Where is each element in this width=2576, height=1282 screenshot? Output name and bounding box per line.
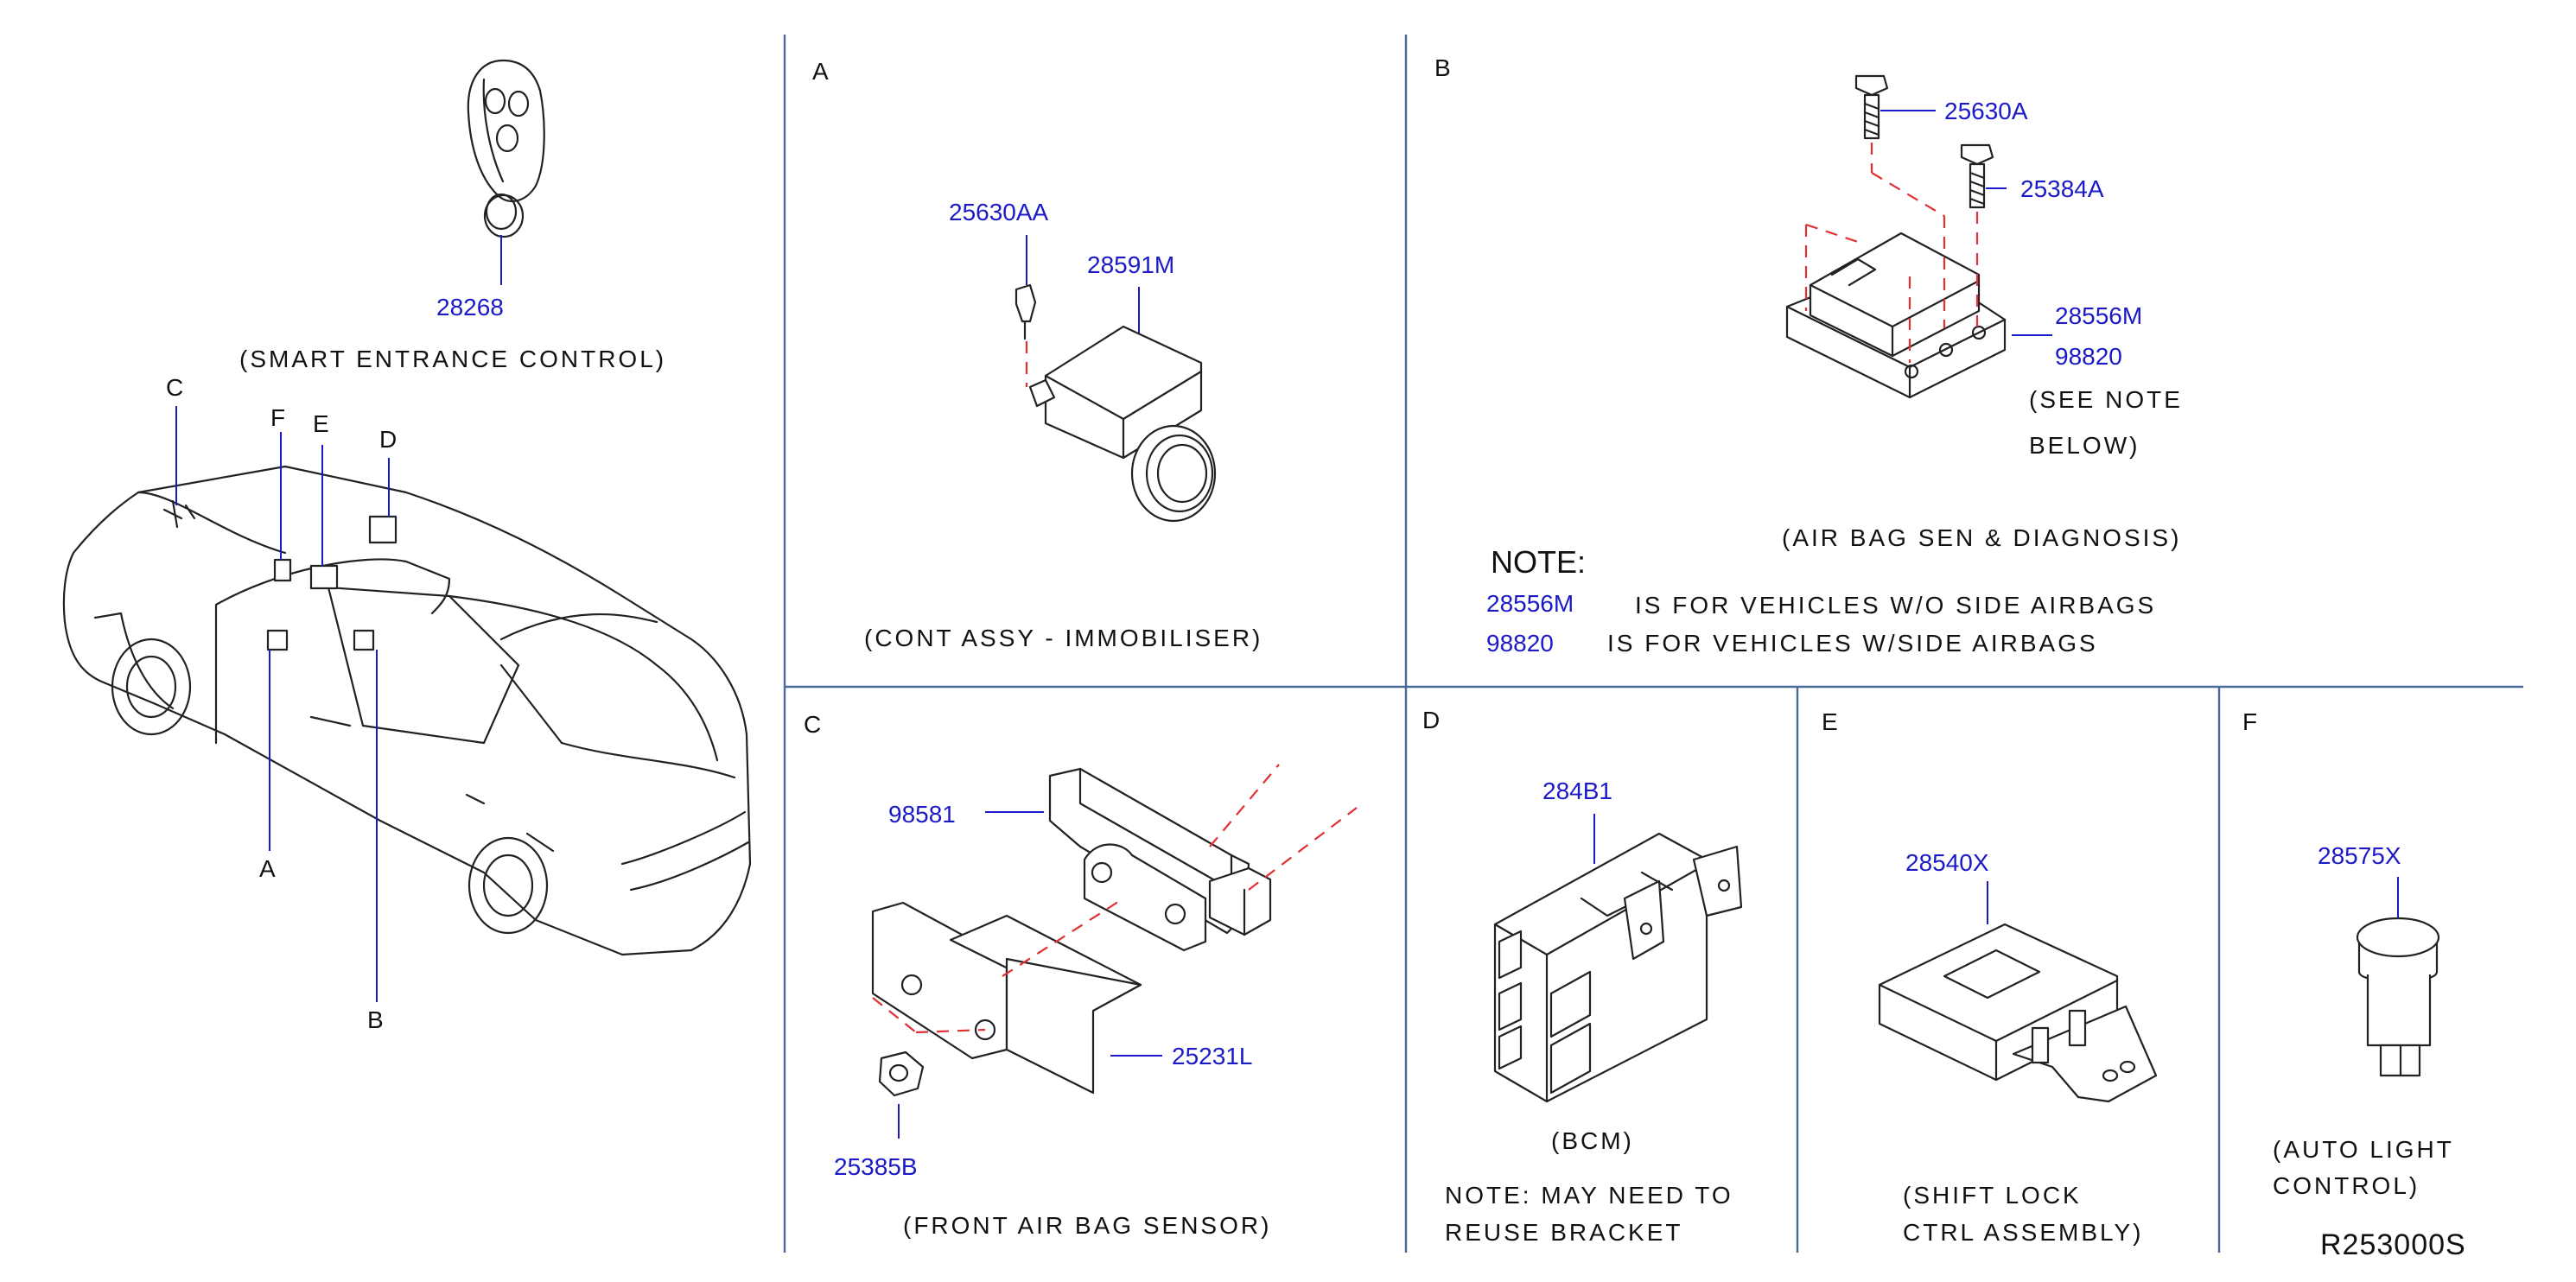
part-number-25231l: 25231L: [1172, 1043, 1252, 1069]
part-number-25385b: 25385B: [834, 1153, 918, 1180]
section-letter-a: A: [812, 58, 829, 85]
auto-light-sensor: [2356, 917, 2440, 1077]
section-letter-d: D: [1422, 707, 1440, 733]
part-number-28591m: 28591M: [1087, 251, 1174, 278]
caption-auto-light: (AUTO LIGHT: [2273, 1136, 2454, 1163]
bcm-module: [1493, 832, 1743, 1103]
immobiliser-module: [1014, 283, 1217, 523]
section-letter-e: E: [1822, 708, 1838, 735]
section-dividers: [783, 35, 2523, 1253]
location-letter-a: A: [259, 855, 276, 882]
note-title: NOTE:: [1491, 544, 1586, 580]
note-may-need-to: NOTE: MAY NEED TO: [1445, 1182, 1733, 1209]
note-text-wo-side-airbags: IS FOR VEHICLES W/O SIDE AIRBAGS: [1635, 592, 2156, 619]
section-letter-f: F: [2242, 708, 2257, 735]
caption-smart-entrance-control: (SMART ENTRANCE CONTROL): [239, 346, 666, 372]
part-number-25630a: 25630A: [1944, 98, 2028, 124]
location-letter-d: D: [379, 426, 397, 453]
location-letter-f: F: [270, 404, 285, 431]
caption-front-air-bag-sensor: (FRONT AIR BAG SENSOR): [903, 1212, 1271, 1239]
caption-air-bag-sen-diagnosis: (AIR BAG SEN & DIAGNOSIS): [1782, 524, 2181, 551]
caption-ctrl-assembly: CTRL ASSEMBLY): [1903, 1219, 2144, 1246]
see-note-line-1: (SEE NOTE: [2029, 386, 2183, 413]
caption-bcm: (BCM): [1551, 1127, 1634, 1154]
part-number-98820: 98820: [2055, 343, 2122, 370]
caption-shift-lock: (SHIFT LOCK: [1903, 1182, 2082, 1209]
location-letter-c: C: [166, 374, 183, 401]
location-letter-e: E: [313, 410, 329, 437]
section-letter-c: C: [804, 711, 821, 738]
part-number-28556m: 28556M: [2055, 302, 2142, 329]
part-number-284b1: 284B1: [1542, 777, 1612, 804]
front-air-bag-sensor: [1048, 767, 1272, 952]
part-number-28575x: 28575X: [2318, 842, 2401, 869]
note-reuse-bracket: REUSE BRACKET: [1445, 1219, 1683, 1246]
note-part-98820: 98820: [1486, 630, 1554, 657]
key-fob: [467, 59, 545, 238]
section-letter-b: B: [1434, 54, 1451, 81]
vehicle-note: NOTE: 28556M IS FOR VEHICLES W/O SIDE AI…: [1486, 544, 2156, 657]
bolt-25384a: [1960, 143, 1994, 209]
mounting-bracket: [871, 901, 1142, 1095]
note-text-w-side-airbags: IS FOR VEHICLES W/SIDE AIRBAGS: [1607, 630, 2098, 657]
vehicle-location-leaders: [175, 406, 390, 1002]
caption-control: CONTROL): [2273, 1172, 2420, 1199]
part-number-28540x: 28540X: [1905, 849, 1989, 876]
note-part-28556m: 28556M: [1486, 590, 1574, 617]
mounting-guides: [1804, 143, 1979, 363]
vehicle-illustration: [62, 465, 752, 956]
diagram-reference-code: R253000S: [2320, 1228, 2466, 1261]
air-bag-sensor-unit: [1785, 232, 2007, 399]
part-number-25630aa: 25630AA: [949, 199, 1049, 225]
part-number-28268: 28268: [436, 294, 504, 320]
nut-25385b: [878, 1050, 925, 1097]
part-number-98581: 98581: [888, 801, 956, 828]
see-note-line-2: BELOW): [2029, 432, 2140, 459]
caption-cont-assy-immobiliser: (CONT ASSY - IMMOBILISER): [864, 625, 1263, 651]
bolt-25630a: [1854, 74, 1889, 140]
shift-lock-module: [1878, 923, 2158, 1103]
location-letter-b: B: [367, 1006, 384, 1033]
part-number-25384a: 25384A: [2020, 175, 2104, 202]
